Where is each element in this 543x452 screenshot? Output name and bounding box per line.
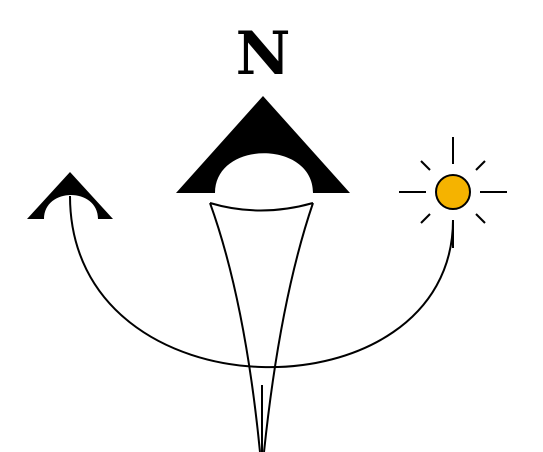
arch-icon [176,96,350,193]
north-label: N [236,19,291,89]
sun-path-arc [70,196,453,367]
